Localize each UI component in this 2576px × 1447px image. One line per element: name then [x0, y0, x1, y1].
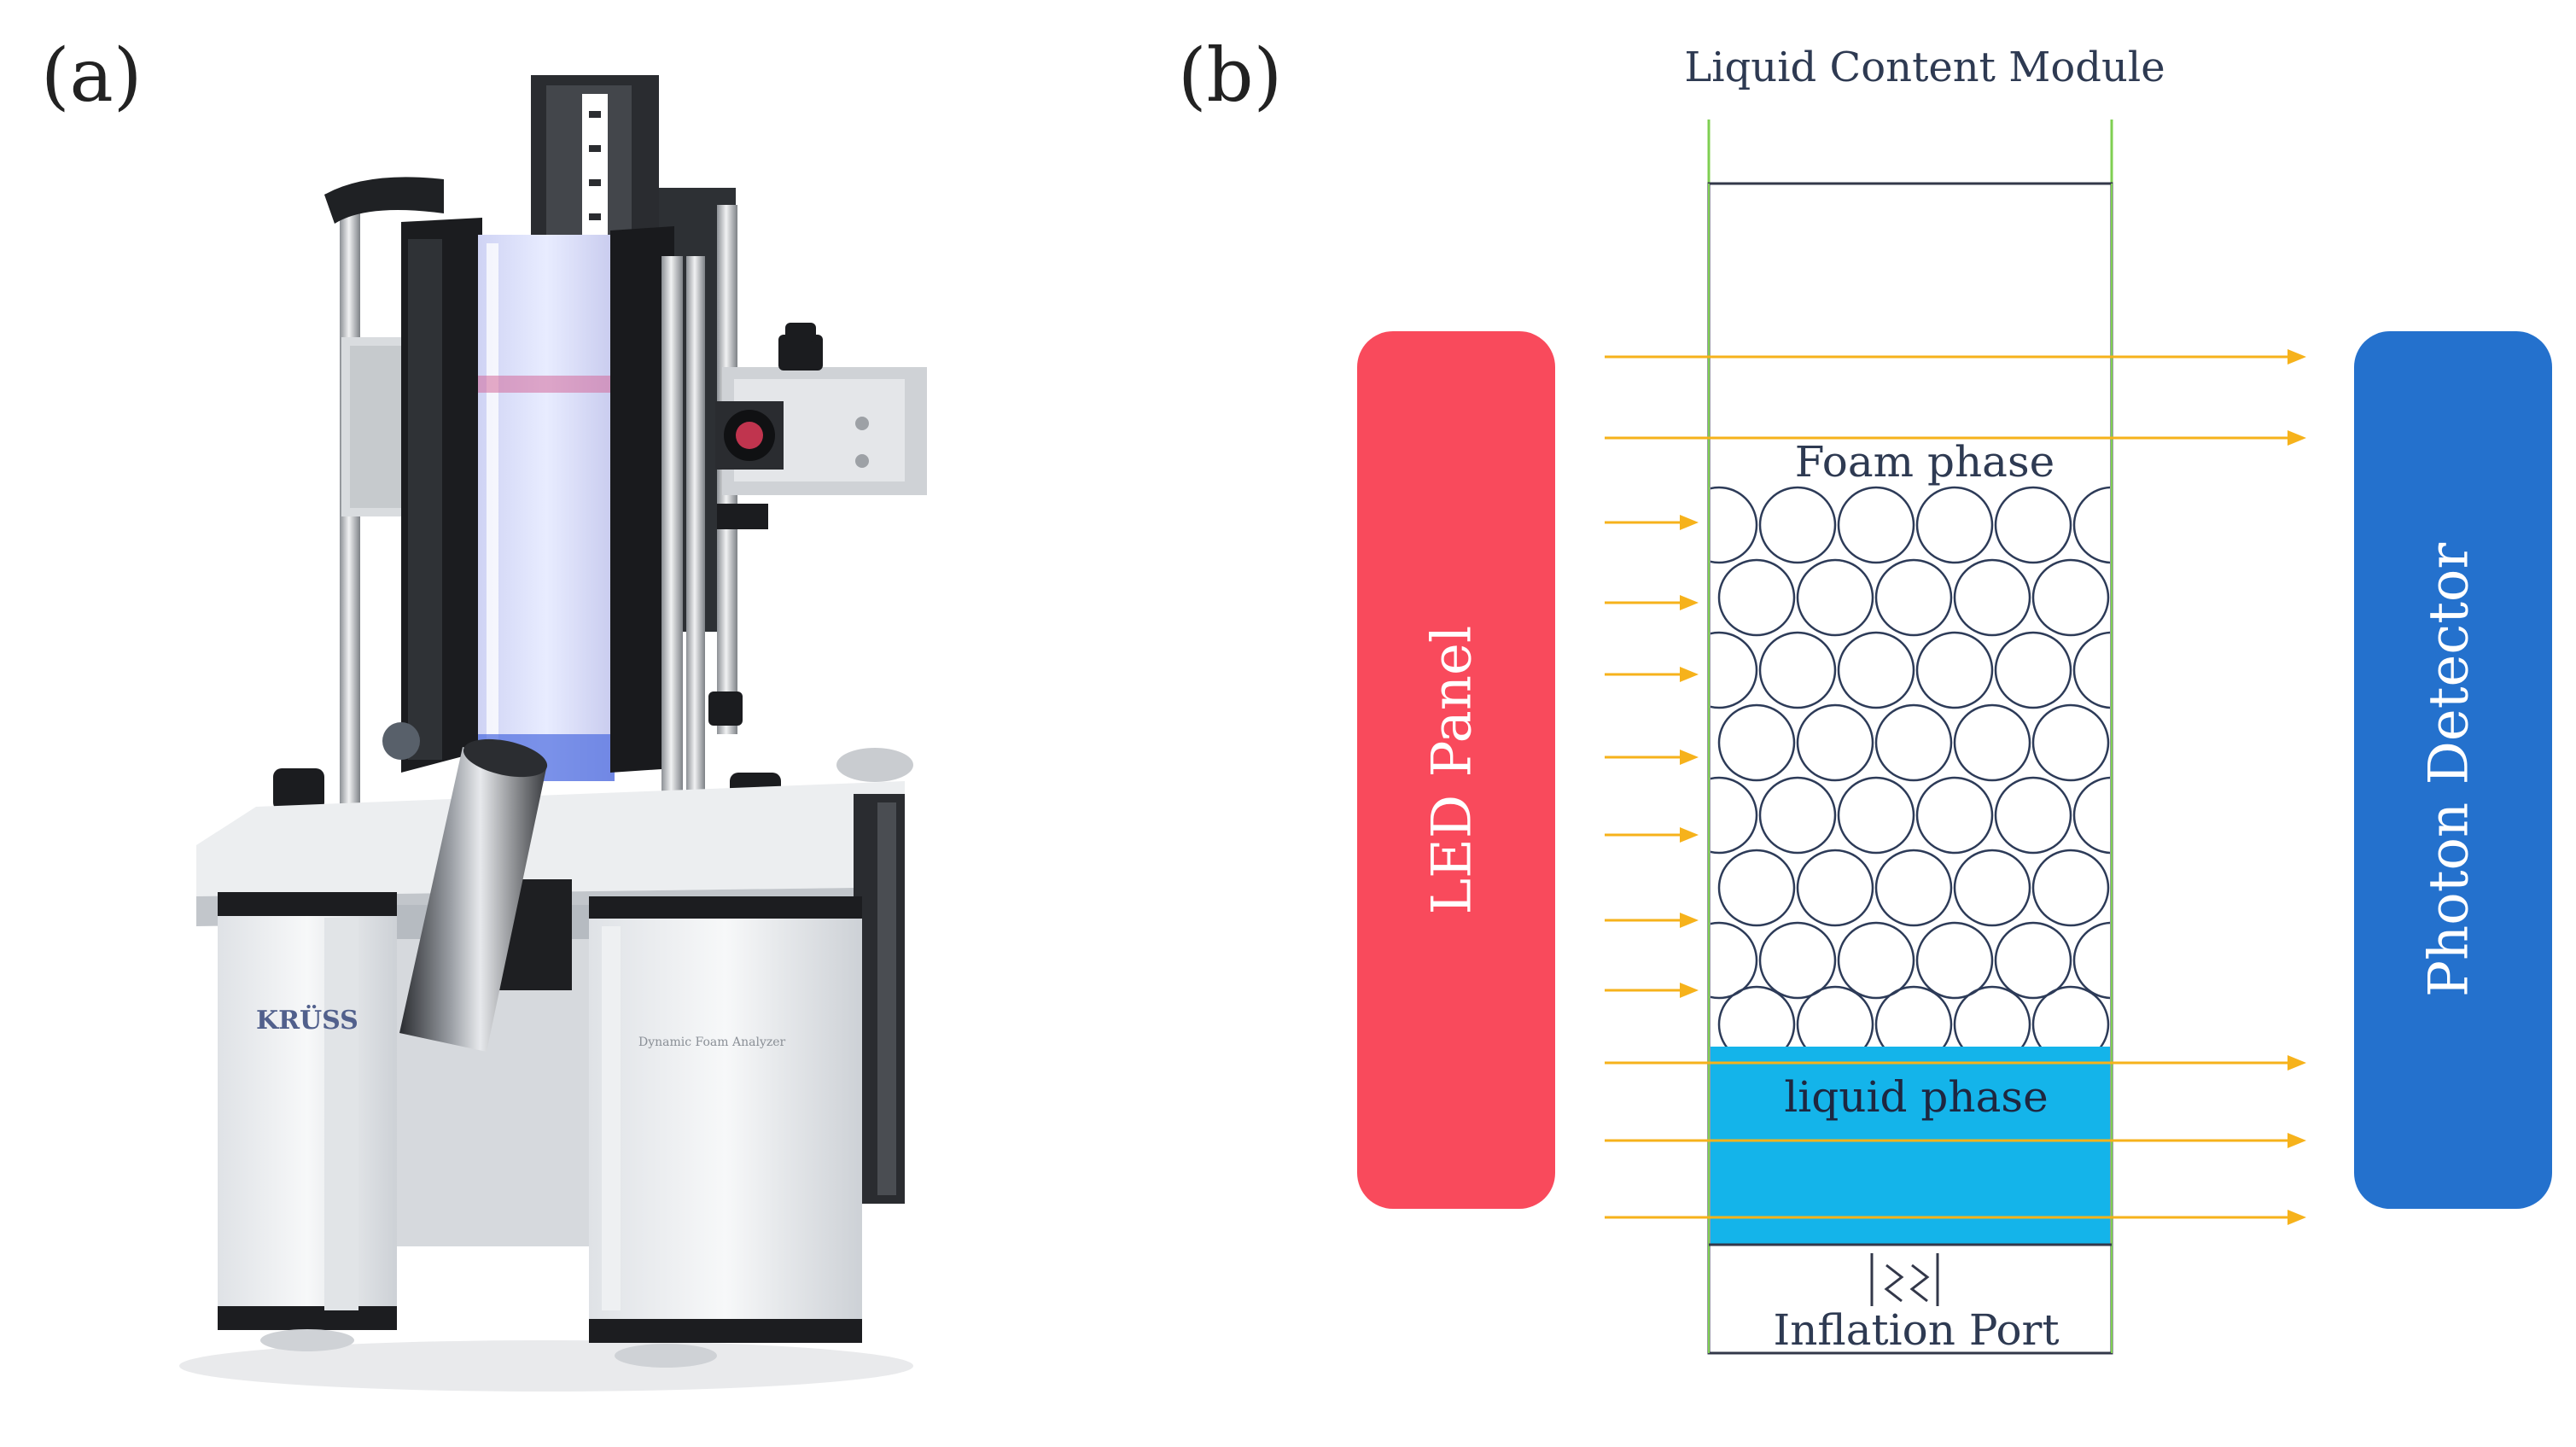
panel-b-label: (b) — [1178, 33, 1282, 119]
foam-bubble — [1758, 486, 1837, 564]
foam-bubble — [1711, 486, 1758, 564]
foam-bubble — [1717, 849, 1796, 927]
foam-bubble — [2031, 985, 2110, 1050]
foam-bubble — [1994, 921, 2072, 1000]
blocked-light-arrow-head — [1680, 913, 1699, 928]
foam-bubble — [1796, 985, 1874, 1050]
panel-a-label: (a) — [41, 33, 142, 119]
led-panel-label: LED Panel — [1421, 626, 1484, 915]
blocked-light-arrow-head — [1680, 827, 1699, 843]
foam-bubble — [1837, 486, 1915, 564]
foam-bubble — [1953, 849, 2031, 927]
foam-bubble — [1915, 776, 1994, 855]
foam-bubble — [1837, 631, 1915, 709]
led-panel: LED Panel — [1357, 331, 1555, 1209]
foam-bubble — [1717, 703, 1796, 782]
blocked-light-arrow-head — [1680, 515, 1699, 530]
foam-bubble — [1711, 921, 1758, 1000]
blocked-light-arrow-head — [1680, 595, 1699, 610]
foam-bubble — [1953, 703, 2031, 782]
foam-bubble — [2072, 921, 2110, 1000]
foam-bubble — [1711, 776, 1758, 855]
foam-bubble — [1874, 558, 1953, 637]
inflation-port-label: Inflation Port — [1773, 1305, 2059, 1355]
foam-bubble — [1915, 921, 1994, 1000]
transmitted-light-arrow-head — [2288, 430, 2306, 446]
foam-bubble — [1994, 631, 2072, 709]
foam-bubble — [2031, 558, 2110, 637]
foam-bubble — [1874, 985, 1953, 1050]
foam-bubble — [1915, 486, 1994, 564]
photon-detector-label: Photon Detector — [2418, 543, 2481, 998]
liquid-phase — [1711, 1047, 2110, 1245]
foam-bubble — [1758, 921, 1837, 1000]
column-title: Liquid Content Module — [1684, 44, 2165, 91]
foam-bubble — [1915, 631, 1994, 709]
transmitted-light-arrow-head — [2288, 1133, 2306, 1148]
transmitted-light-arrow-head — [2288, 1055, 2306, 1071]
foam-bubble — [1994, 486, 2072, 564]
foam-bubble — [1758, 631, 1837, 709]
foam-bubble — [1953, 558, 2031, 637]
panel-b: (b) Liquid Content Module LED Panel Phot… — [1178, 33, 2552, 1355]
foam-bubble — [1711, 631, 1758, 709]
foam-bubble — [2072, 486, 2110, 564]
foam-bubble — [2031, 849, 2110, 927]
inflation-port-icon — [1870, 1253, 1939, 1306]
panel-a: (a) — [41, 33, 927, 1392]
foam-bubble — [1796, 703, 1874, 782]
foam-bubble — [1953, 985, 2031, 1050]
foam-bubble — [1758, 776, 1837, 855]
foam-bubble — [1874, 849, 1953, 927]
foam-bubble — [1874, 703, 1953, 782]
foam-bubble — [2072, 776, 2110, 855]
blocked-light-arrow-head — [1680, 667, 1699, 682]
blocked-light-arrow-head — [1680, 750, 1699, 765]
blocked-light-arrow-head — [1680, 983, 1699, 998]
foam-bubble — [1796, 558, 1874, 637]
transmitted-light-arrow-head — [2288, 1210, 2306, 1225]
foam-bubble — [1717, 558, 1796, 637]
foam-bubble — [1837, 921, 1915, 1000]
foam-bubble — [1994, 776, 2072, 855]
device-model: Dynamic Foam Analyzer — [638, 1036, 786, 1049]
foam-phase-label: Foam phase — [1795, 437, 2054, 487]
liquid-content-column: Foam phase liquid phase Inflation Port — [1707, 182, 2113, 1355]
liquid-phase-label: liquid phase — [1784, 1072, 2048, 1122]
foam-bubble — [2072, 631, 2110, 709]
transmitted-light-arrow-head — [2288, 349, 2306, 365]
foam-analyzer-photo: KRÜSS Dynamic Foam Analyzer — [179, 75, 927, 1392]
foam-bubble — [2031, 703, 2110, 782]
foam-bubble — [1837, 776, 1915, 855]
foam-bubbles — [1711, 486, 2110, 1050]
light-arrows — [1605, 349, 2306, 1225]
photon-detector: Photon Detector — [2354, 331, 2552, 1209]
foam-bubble — [1796, 849, 1874, 927]
foam-bubble — [1717, 985, 1796, 1050]
device-brand: KRÜSS — [256, 1004, 358, 1036]
